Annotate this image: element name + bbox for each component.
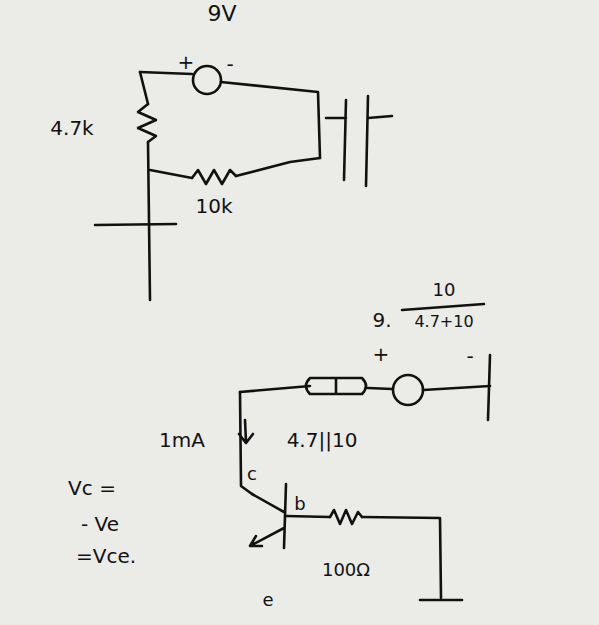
resistor-value: 100Ω bbox=[322, 560, 370, 580]
pin-name: e bbox=[262, 590, 273, 610]
equation-text: - Ve bbox=[81, 513, 119, 535]
capacitor-symbol bbox=[326, 96, 392, 186]
resistor-symbol bbox=[192, 170, 236, 184]
ground-line bbox=[488, 355, 490, 420]
voltage-source bbox=[393, 375, 423, 405]
resistor-value: 4.7||10 bbox=[287, 429, 358, 451]
formula-text: 9. bbox=[372, 309, 391, 331]
current-label: 1mA bbox=[159, 429, 205, 451]
wire bbox=[368, 388, 392, 389]
pin-name: c bbox=[247, 464, 257, 484]
resistor-value: 10k bbox=[195, 195, 232, 217]
formula-text: 4.7+10 bbox=[414, 313, 473, 331]
wire bbox=[423, 386, 490, 390]
resistor-value: 4.7k bbox=[50, 117, 93, 139]
current-arrow bbox=[239, 420, 253, 443]
resistor-symbol bbox=[306, 378, 366, 394]
wire bbox=[286, 516, 330, 517]
voltage-label: 9V bbox=[207, 2, 236, 26]
wire bbox=[236, 158, 320, 176]
wire bbox=[148, 142, 150, 300]
transistor-symbol bbox=[250, 484, 286, 548]
ground-line bbox=[95, 224, 176, 225]
voltage-source bbox=[193, 66, 221, 94]
fraction-bar bbox=[402, 304, 484, 310]
wire bbox=[362, 517, 441, 598]
polarity-sign: + bbox=[373, 343, 390, 365]
wire bbox=[221, 82, 320, 158]
wire bbox=[240, 386, 310, 392]
pin-name: b bbox=[294, 494, 305, 514]
polarity-sign: + bbox=[178, 51, 195, 73]
resistor-symbol bbox=[138, 104, 156, 142]
ground-line bbox=[420, 599, 462, 602]
wire bbox=[140, 72, 148, 104]
polarity-sign: - bbox=[466, 345, 473, 367]
resistor-symbol bbox=[330, 510, 362, 524]
polarity-sign: - bbox=[226, 53, 233, 75]
equation-text: Vc = bbox=[68, 477, 116, 499]
equation-text: =Vce. bbox=[76, 545, 136, 567]
formula-text: 10 bbox=[433, 280, 456, 300]
wire bbox=[150, 170, 192, 178]
